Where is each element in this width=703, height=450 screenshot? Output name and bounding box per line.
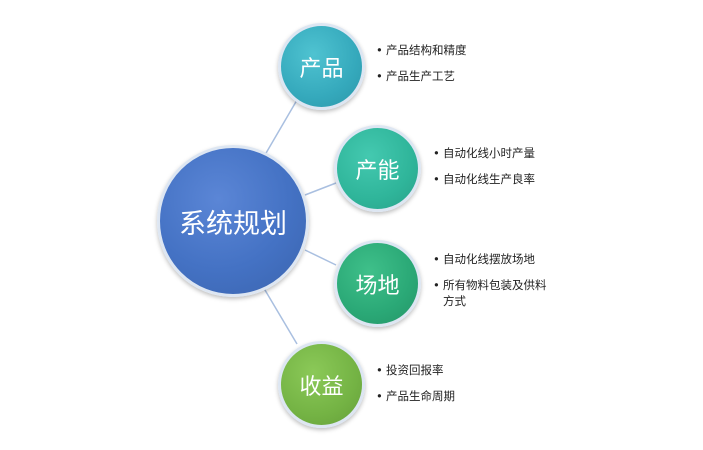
node-product: 产品 <box>278 23 365 110</box>
node-site-details: 自动化线摆放场地 所有物料包装及供料方式 <box>433 251 553 319</box>
node-capacity-details: 自动化线小时产量 自动化线生产良率 <box>433 145 583 197</box>
center-node-label: 系统规划 <box>179 208 287 240</box>
center-node: 系统规划 <box>157 145 309 297</box>
bullet-item: 自动化线摆放场地 <box>433 251 553 267</box>
bullet-item: 自动化线小时产量 <box>433 145 583 161</box>
node-revenue-details: 投资回报率 产品生命周期 <box>376 362 526 414</box>
node-label: 产能 <box>355 158 400 184</box>
bullet-item: 产品结构和精度 <box>376 42 526 58</box>
connector-line <box>261 99 298 161</box>
bullet-item: 产品生产工艺 <box>376 68 526 84</box>
connector-line <box>261 284 298 345</box>
bullet-item: 自动化线生产良率 <box>433 171 583 187</box>
node-label: 场地 <box>355 273 400 299</box>
node-site: 场地 <box>334 240 421 327</box>
bullet-item: 产品生命周期 <box>376 388 526 404</box>
node-product-details: 产品结构和精度 产品生产工艺 <box>376 42 526 94</box>
node-label: 产品 <box>299 56 344 82</box>
bullet-item: 所有物料包装及供料方式 <box>433 277 553 309</box>
node-label: 收益 <box>299 374 344 400</box>
node-capacity: 产能 <box>334 125 421 212</box>
connector-line <box>304 249 337 266</box>
connector-line <box>304 182 337 196</box>
node-revenue: 收益 <box>278 341 365 428</box>
bullet-item: 投资回报率 <box>376 362 526 378</box>
